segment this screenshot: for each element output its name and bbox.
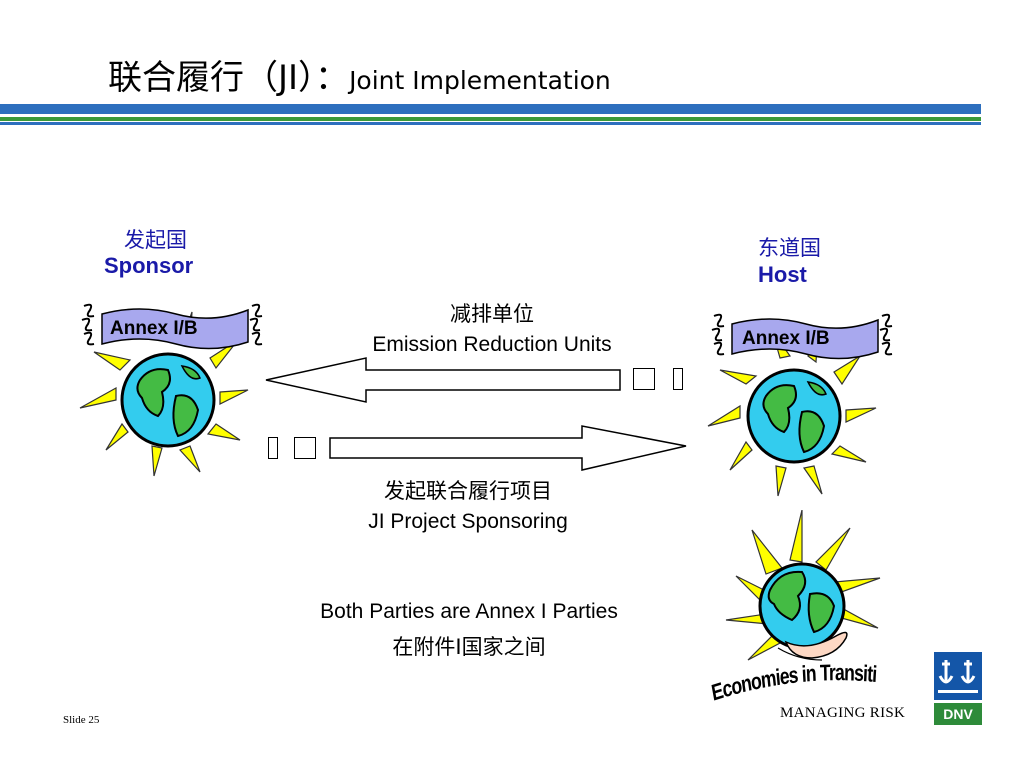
sponsor-banner-icon: [81, 303, 263, 350]
bottom-arrow-label-en: JI Project Sponsoring: [368, 510, 568, 533]
host-banner-text: Annex I/B: [742, 328, 830, 349]
host-label-en: Host: [758, 262, 807, 287]
eit-caption: Economies in Transition: [706, 648, 878, 704]
dnv-logo-emblem-icon: [934, 652, 982, 700]
header-band-thin-blue: [0, 122, 981, 125]
bottom-arrow-box-1: [268, 437, 278, 459]
top-arrow-label-cn: 减排单位: [450, 302, 534, 326]
host-label-cn: 东道国: [758, 236, 821, 260]
sponsor-label-cn: 发起国: [124, 228, 187, 252]
page-title: 联合履行（JI）：Joint Implementation: [108, 50, 611, 99]
top-arrow-label-en: Emission Reduction Units: [372, 333, 612, 356]
host-banner-icon: [711, 313, 893, 360]
header-band-green: [0, 117, 981, 121]
header-band-blue: [0, 104, 981, 114]
top-arrow-box-2: [673, 368, 683, 390]
sponsor-banner-text: Annex I/B: [110, 318, 198, 339]
left-arrow-icon: [265, 357, 621, 403]
svg-text:Economies in Transition: Economies in Transition: [706, 648, 878, 704]
dnv-logo-text: DNV: [934, 703, 982, 725]
footer-tagline: MANAGING RISK: [780, 705, 906, 721]
eit-globe-hand-icon: [725, 510, 881, 661]
title-cn: 联合履行（JI）：: [108, 58, 350, 98]
bottom-arrow-label-cn: 发起联合履行项目: [384, 479, 552, 503]
bottom-arrow-box-2: [294, 437, 316, 459]
top-arrow-box-1: [633, 368, 655, 390]
title-en: Joint Implementation: [349, 66, 611, 95]
dnv-logo: DNV: [934, 652, 982, 728]
header-band-white: [0, 114, 981, 117]
note-text-cn: 在附件I国家之间: [392, 635, 546, 659]
note-text-en: Both Parties are Annex I Parties: [320, 600, 618, 623]
right-arrow-icon: [329, 425, 687, 471]
slide-number: Slide 25: [63, 714, 100, 726]
sponsor-label-en: Sponsor: [104, 253, 194, 278]
